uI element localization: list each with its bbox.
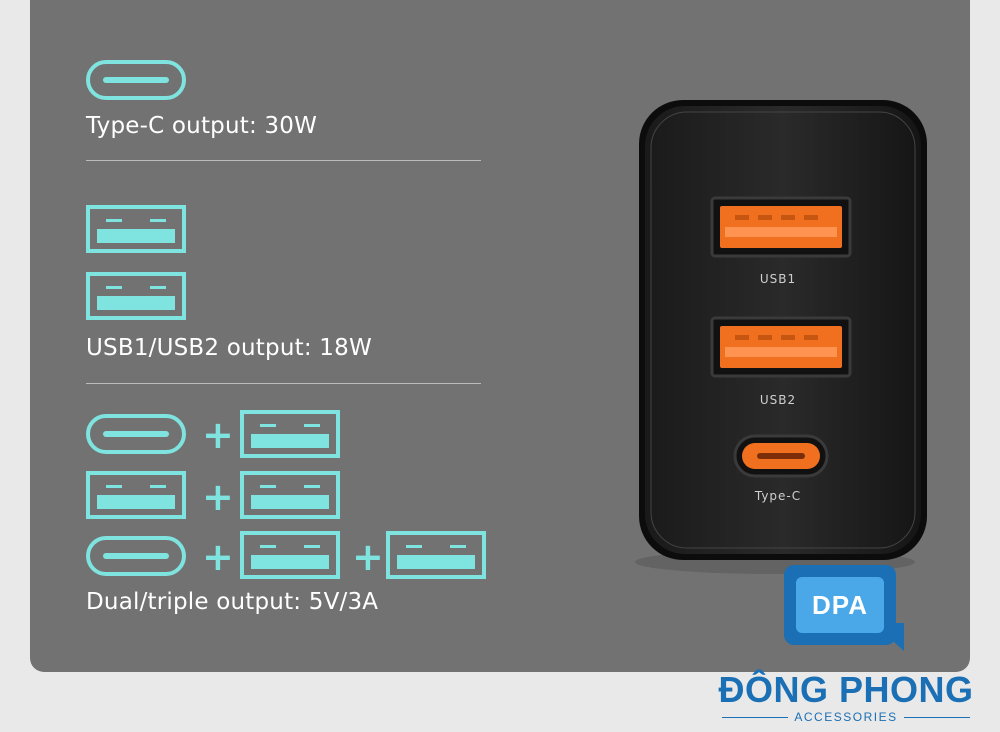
usb-a-port-icon bbox=[86, 471, 186, 519]
usb-a-port-icon bbox=[240, 471, 340, 519]
usb-a-port-icon bbox=[240, 410, 340, 458]
typec-output-label: Type-C output: 30W bbox=[86, 113, 318, 139]
brand-tagline: ACCESSORIES bbox=[706, 707, 986, 727]
port-label-usb1: USB1 bbox=[759, 272, 797, 286]
port-label-typec: Type-C bbox=[754, 489, 802, 503]
type-c-port-icon bbox=[86, 414, 186, 454]
usb-output-label: USB1/USB2 output: 18W bbox=[86, 335, 372, 361]
logo-text: DPA bbox=[812, 590, 868, 620]
tagline-rule bbox=[722, 716, 789, 718]
usb-a-port-icon bbox=[240, 531, 340, 579]
usb-a-port-icon bbox=[86, 272, 186, 320]
usb-a-port-icon bbox=[386, 531, 486, 579]
plus-icon: + bbox=[352, 535, 384, 579]
port-label-usb2: USB2 bbox=[759, 393, 797, 407]
tagline-text: ACCESSORIES bbox=[794, 710, 898, 724]
divider bbox=[86, 160, 481, 161]
divider bbox=[86, 383, 481, 384]
type-c-port-icon bbox=[86, 60, 186, 100]
combo-output-label: Dual/triple output: 5V/3A bbox=[86, 589, 379, 615]
brand-name: ĐÔNG PHONG bbox=[718, 669, 974, 710]
charger-image bbox=[635, 100, 927, 574]
type-c-port-icon bbox=[86, 536, 186, 576]
plus-icon: + bbox=[202, 535, 234, 579]
dpa-logo-icon bbox=[784, 565, 904, 651]
usb-a-port-icon bbox=[86, 205, 186, 253]
tagline-rule bbox=[903, 716, 970, 718]
plus-icon: + bbox=[202, 413, 234, 457]
plus-icon: + bbox=[202, 475, 234, 519]
